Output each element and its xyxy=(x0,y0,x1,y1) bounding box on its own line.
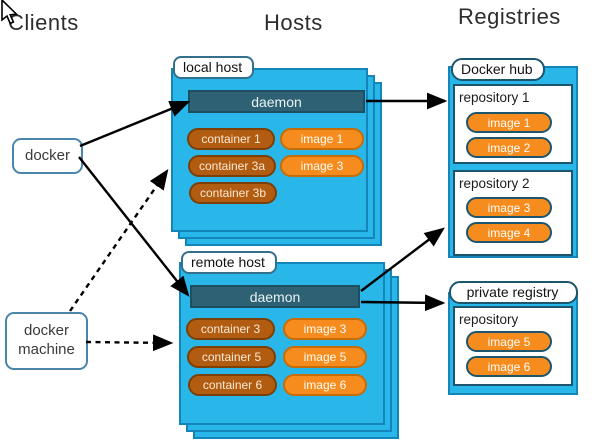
remote-image-pill: image 3 xyxy=(283,318,367,340)
remote-image-pill: image 5 xyxy=(283,346,367,368)
repository-2-name: repository 2 xyxy=(459,176,530,191)
registry-image-pill: image 5 xyxy=(466,331,552,352)
dashed-arrow-docker-machine-to-remote-host xyxy=(85,334,174,352)
local-container-pill: container 3b xyxy=(189,182,277,204)
remote-container-pill: container 6 xyxy=(188,374,277,396)
local-image-pill: image 3 xyxy=(280,155,364,177)
remote-container-pill: container 3 xyxy=(186,318,275,340)
registry-image-pill: image 2 xyxy=(466,137,552,158)
dashed-arrow-docker-machine-to-local-host xyxy=(69,169,169,312)
repository-1-name: repository 1 xyxy=(459,90,530,105)
docker-hub-label: Docker hub xyxy=(451,58,545,81)
docker-client-box: docker xyxy=(12,138,83,174)
remote-daemon-label: daemon xyxy=(249,288,301,305)
registry-image-pill: image 4 xyxy=(466,222,552,243)
private-repository-name: repository xyxy=(459,312,519,327)
private-registry-label: private registry xyxy=(449,281,578,304)
registry-image-pill: image 6 xyxy=(466,356,552,377)
remote-image-pill: image 6 xyxy=(283,374,367,396)
docker-client-label: docker xyxy=(24,146,71,164)
registries-column-header: Registries xyxy=(458,4,561,29)
local-host-label: local host xyxy=(173,56,255,79)
local-daemon-label: daemon xyxy=(251,93,302,110)
remote-host-daemon-bar: daemon xyxy=(190,285,360,308)
docker-machine-label-line1: docker xyxy=(23,322,70,340)
registry-image-pill: image 1 xyxy=(466,112,552,133)
local-container-pill: container 3a xyxy=(188,155,276,177)
remote-container-pill: container 5 xyxy=(187,346,276,368)
local-container-pill: container 1 xyxy=(187,128,275,150)
docker-machine-label-line2: machine xyxy=(18,341,75,358)
clients-column-header: Clients xyxy=(8,10,79,35)
local-host-daemon-bar: daemon xyxy=(188,90,365,113)
docker-machine-client-box: docker machine xyxy=(5,312,88,370)
hosts-column-header: Hosts xyxy=(264,10,323,35)
local-image-pill: image 1 xyxy=(280,128,364,150)
registry-image-pill: image 3 xyxy=(466,197,552,218)
remote-host-label: remote host xyxy=(181,251,277,274)
